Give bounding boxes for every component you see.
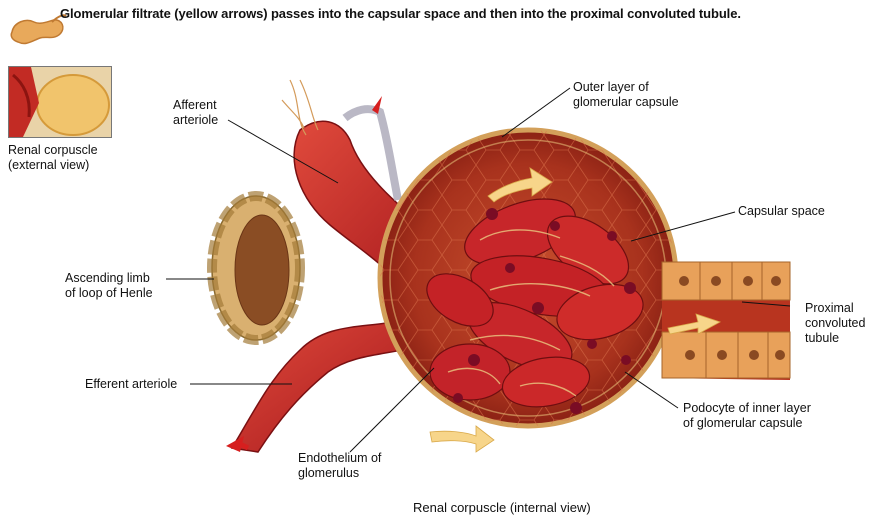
label-endothelium: Endothelium of glomerulus [298,451,381,481]
label-efferent-arteriole: Efferent arteriole [85,377,177,392]
ascending-limb-henle [212,196,300,340]
label-afferent-arteriole: Afferent arteriole [173,98,218,128]
proximal-convoluted-tubule [662,262,790,380]
label-ascending-limb: Ascending limb of loop of Henle [65,271,153,301]
filtrate-arrow-bottom [430,426,494,452]
label-outer-layer-capsule: Outer layer of glomerular capsule [573,80,679,110]
label-podocyte: Podocyte of inner layer of glomerular ca… [683,401,811,431]
label-capsular-space: Capsular space [738,204,825,219]
figure-caption-bottom: Renal corpuscle (internal view) [413,500,591,515]
label-proximal-convoluted-tubule: Proximal convoluted tubule [805,301,865,346]
